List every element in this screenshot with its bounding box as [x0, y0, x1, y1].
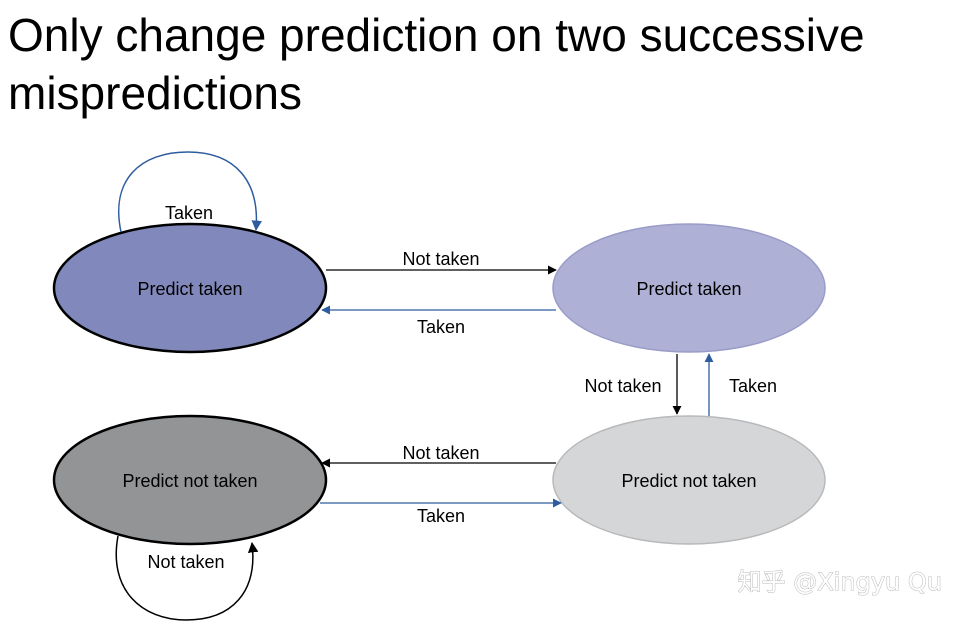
edge-strong-to-weak-taken-label: Not taken [402, 249, 479, 269]
state-weak-not-taken-label: Predict not taken [621, 471, 756, 491]
state-weak-not-taken [552, 415, 826, 545]
edge-weak-taken-to-weak-not-taken-label: Not taken [584, 376, 661, 396]
state-strong-not-taken-label: Predict not taken [122, 471, 257, 491]
edge-self-not-taken-arrow [115, 535, 259, 621]
state-weak-taken [552, 223, 826, 353]
state-strong-taken [52, 222, 328, 354]
edge-self-not-taken-label: Not taken [147, 552, 224, 572]
state-weak-taken-label: Predict taken [636, 279, 741, 299]
watermark-text: 知乎 @Xingyu Qu [738, 568, 942, 596]
edge-weak-to-strong-taken-label: Taken [417, 317, 465, 337]
edge-weak-to-strong-not-taken-label: Not taken [402, 443, 479, 463]
state-strong-taken-label: Predict taken [137, 279, 242, 299]
edge-self-taken-arrow [118, 151, 263, 233]
slide-title: Only change prediction on two successive… [8, 9, 865, 119]
edge-weak-not-taken-to-weak-taken-label: Taken [729, 376, 777, 396]
state-strong-not-taken [52, 414, 328, 546]
edge-self-taken-label: Taken [165, 203, 213, 223]
edge-strong-to-weak-not-taken-label: Taken [417, 506, 465, 526]
